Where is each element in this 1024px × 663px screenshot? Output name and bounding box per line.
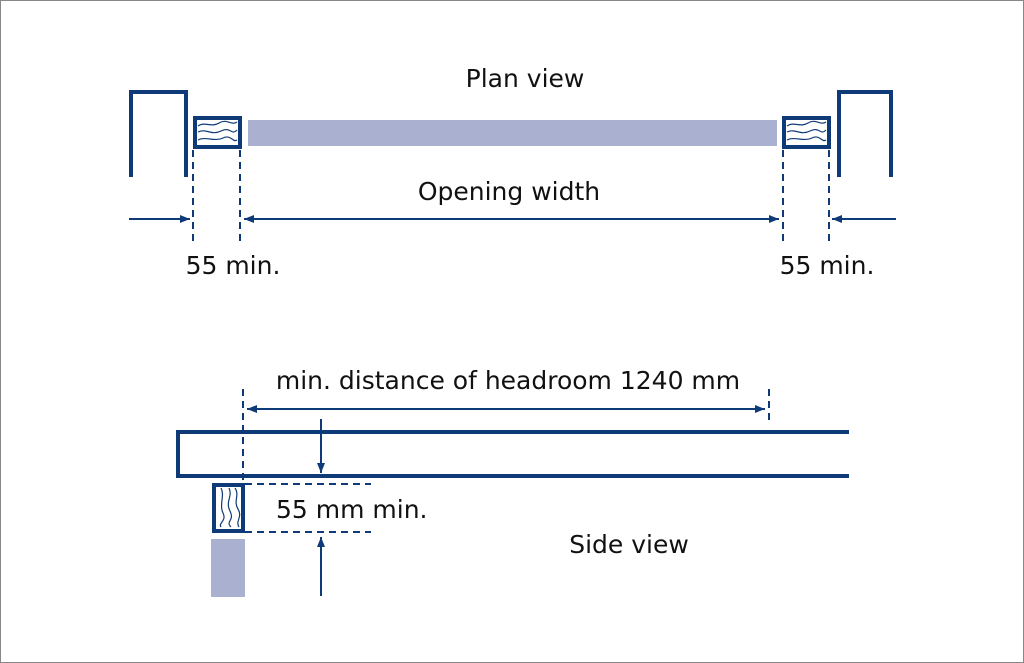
left-min-label: 55 min. <box>186 251 281 280</box>
gate-bar <box>248 120 777 146</box>
right-min-label: 55 min. <box>780 251 875 280</box>
side-view-title: Side view <box>569 530 689 559</box>
plan-view-title: Plan view <box>466 64 585 93</box>
side-wood-block <box>212 483 245 533</box>
left-wood-block <box>193 116 242 149</box>
side-beam <box>176 430 849 478</box>
right-wall <box>837 90 893 177</box>
side-gate-bar <box>211 539 245 597</box>
side-dimension-lines <box>245 483 371 533</box>
left-wall <box>129 90 188 177</box>
right-wood-block <box>782 116 831 149</box>
opening-width-label: Opening width <box>418 177 600 206</box>
min-55mm-label: 55 mm min. <box>276 495 428 524</box>
headroom-label: min. distance of headroom 1240 mm <box>276 366 740 395</box>
plan-dimension-lines <box>192 150 830 245</box>
